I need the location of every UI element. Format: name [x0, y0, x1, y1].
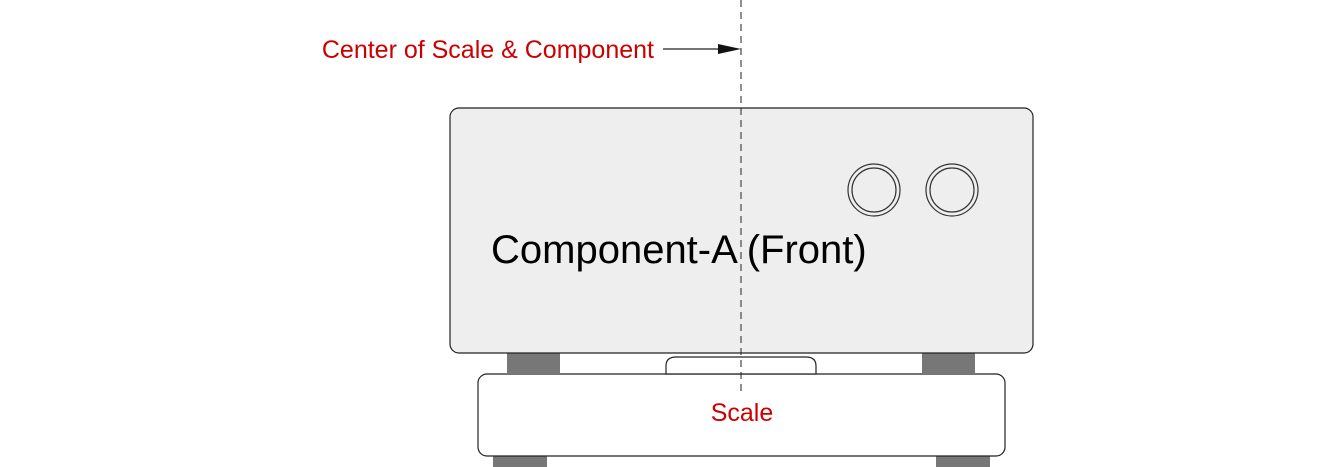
scale-label: Scale [711, 399, 774, 427]
knob-left [847, 163, 901, 217]
center-annotation-arrow [663, 44, 741, 54]
scale-foot-right [936, 455, 990, 467]
scale-foot-left [493, 455, 547, 467]
knob-right [925, 163, 979, 217]
component-foot-right [922, 353, 975, 374]
center-annotation-label: Center of Scale & Component [322, 36, 654, 64]
component-label: Component-A (Front) [491, 228, 867, 272]
component-foot-left [507, 353, 560, 374]
